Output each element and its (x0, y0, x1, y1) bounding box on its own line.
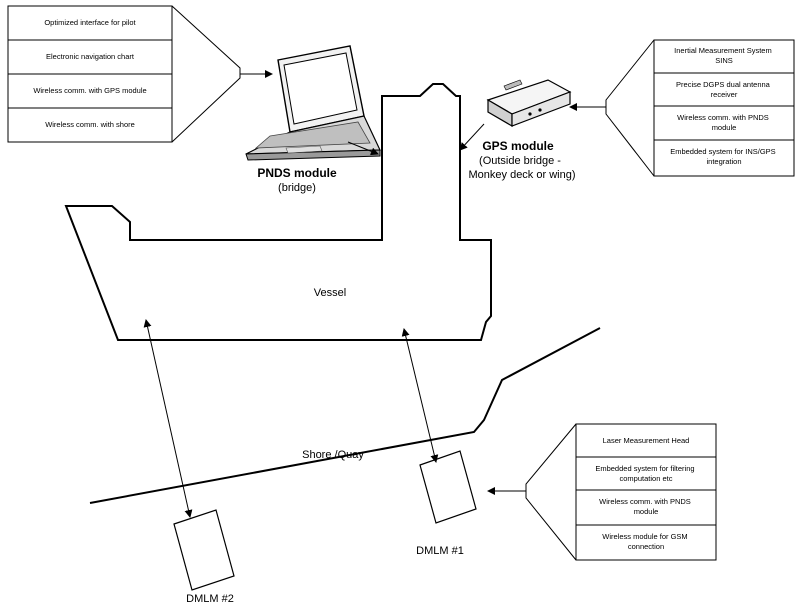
pnds-module-subtitle: (bridge) (278, 182, 316, 194)
dmlm-1-device (419, 450, 477, 524)
dmlm-item: Wireless comm. with PNDS module (599, 497, 693, 516)
vessel-label: Vessel (314, 287, 346, 299)
vessel-outline (64, 83, 492, 341)
gps-module-title: GPS module (482, 139, 554, 153)
gps-item: Inertial Measurement System SINS (674, 46, 774, 65)
dmlm-feature-panel: Laser Measurement Head Embedded system f… (525, 423, 717, 561)
dmlm-item: Laser Measurement Head (603, 436, 690, 445)
gps-item: Wireless comm. with PNDS module (677, 113, 771, 132)
dmlm-2-label: DMLM #2 (186, 593, 234, 605)
dmlm-item: Wireless module for GSM connection (602, 532, 690, 551)
dmlm-2-device (173, 509, 235, 591)
shore-line (89, 327, 601, 504)
pnds-item: Wireless comm. with GPS module (33, 86, 146, 95)
gps-to-vessel-arrow (459, 123, 485, 151)
gps-feature-panel: Inertial Measurement System SINS Precise… (605, 39, 795, 177)
gps-module-subtitle: Monkey deck or wing) (469, 169, 576, 181)
dmlm-1-label: DMLM #1 (416, 545, 464, 557)
pnds-item: Electronic navigation chart (46, 52, 135, 61)
pnds-module-title: PNDS module (257, 166, 337, 180)
pnds-to-vessel-arrow (347, 141, 379, 156)
laptop-icon (245, 45, 381, 161)
pnds-item: Optimized interface for pilot (44, 18, 136, 27)
shore-label: Shore /Quay (302, 449, 364, 461)
gps-item: Embedded system for INS/GPS integration (670, 147, 778, 166)
pnds-feature-panel: Optimized interface for pilot Electronic… (7, 5, 241, 143)
dmlm-2-laser-link (143, 319, 193, 518)
pnds-item: Wireless comm. with shore (45, 120, 135, 129)
dmlm-1-laser-link (401, 328, 439, 463)
gps-module-subtitle: (Outside bridge - (479, 155, 561, 167)
gps-device-icon (486, 79, 572, 128)
gps-item: Precise DGPS dual antenna receiver (676, 80, 772, 99)
dmlm-item: Embedded system for filtering computatio… (595, 464, 696, 483)
